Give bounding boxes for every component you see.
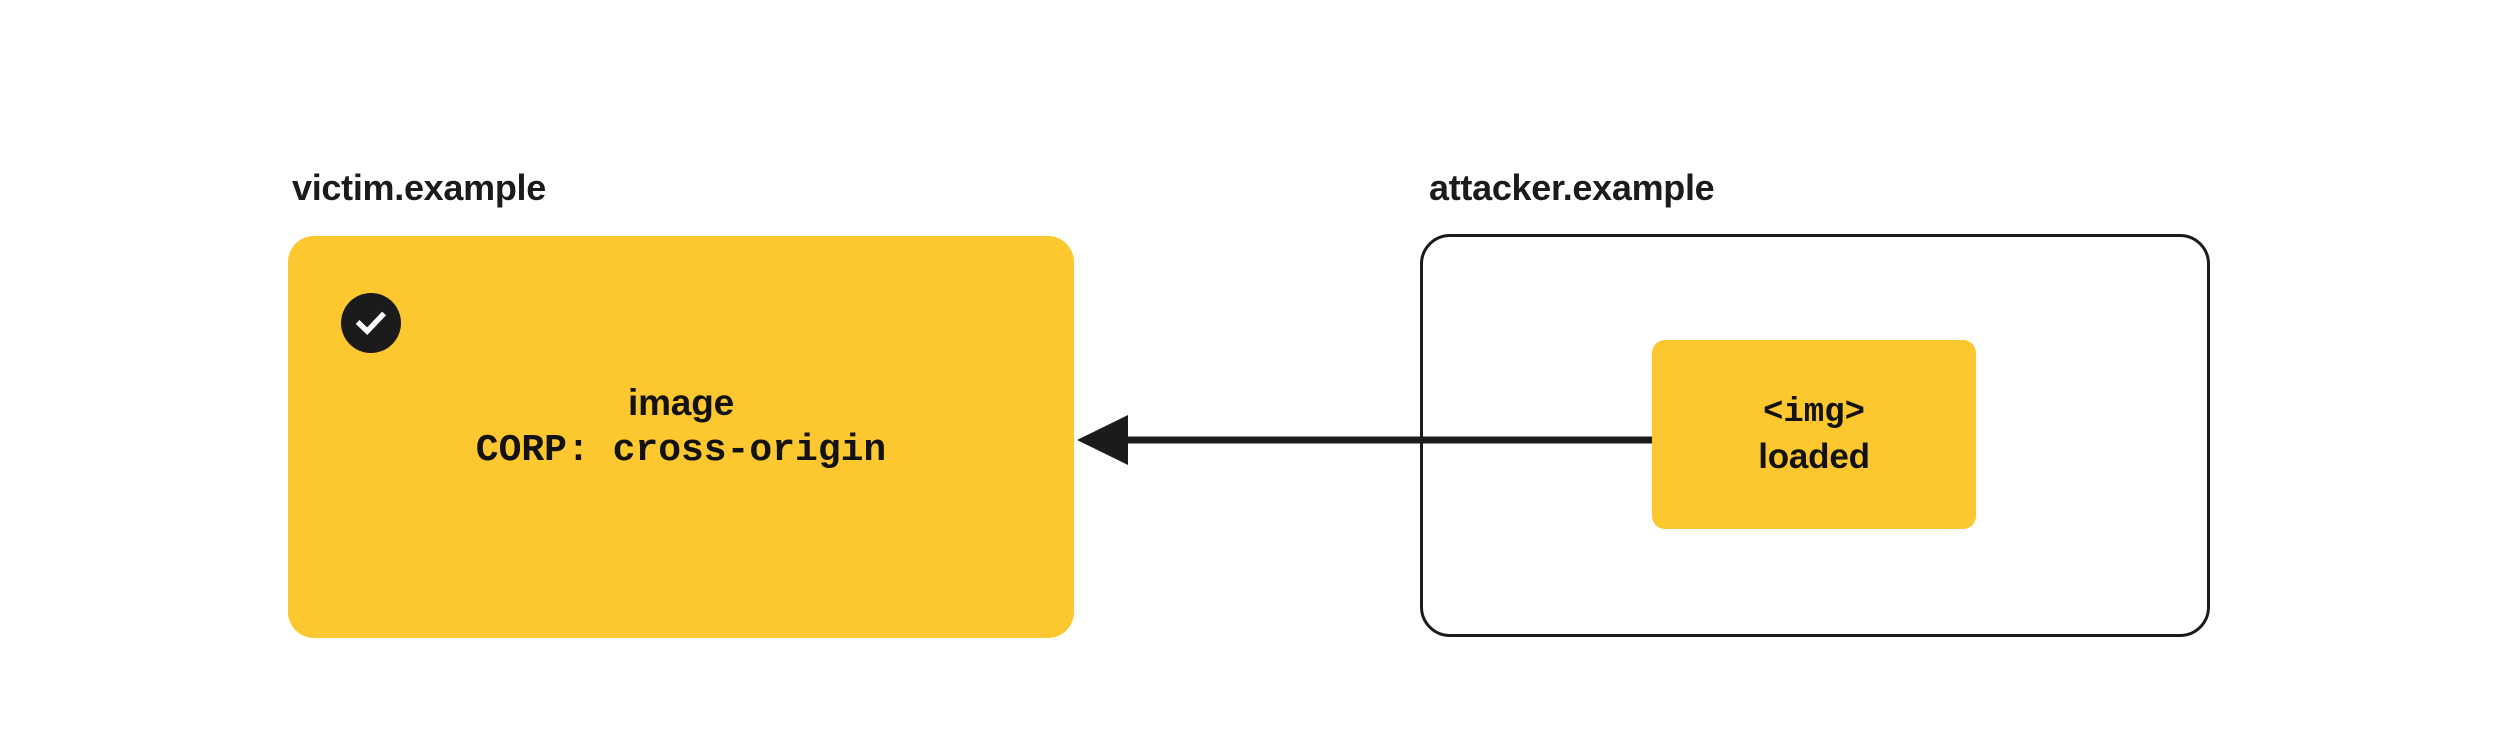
- victim-origin-label: victim.example: [292, 167, 546, 208]
- victim-resource-name: image: [628, 382, 734, 423]
- attacker-origin-label: attacker.example: [1429, 167, 1715, 208]
- attacker-origin-frame: [1420, 234, 2210, 637]
- attacker-img-tag: <img>: [1762, 393, 1866, 432]
- attacker-img-status: loaded: [1758, 436, 1870, 476]
- image-request-arrow: [1077, 415, 1658, 465]
- victim-resource-text: image CORP: cross-origin: [288, 380, 1074, 476]
- victim-resource-card: [288, 236, 1074, 638]
- attacker-img-element-card: <img> loaded: [1652, 340, 1976, 529]
- check-circle-icon: [341, 293, 401, 353]
- victim-resource-header: CORP: cross-origin: [475, 429, 887, 472]
